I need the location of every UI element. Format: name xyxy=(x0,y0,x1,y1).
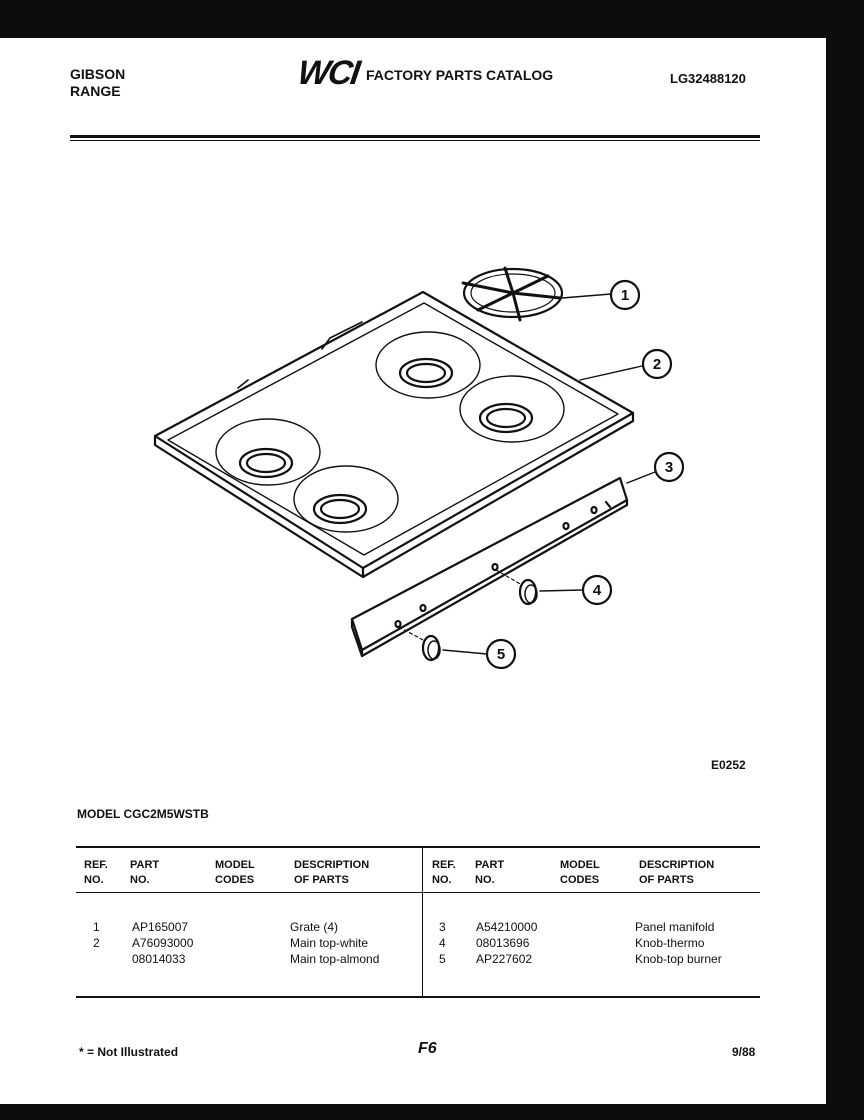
part-no-cell: A54210000 xyxy=(476,920,538,934)
exploded-parts-diagram: 1 2 3 4 5 xyxy=(153,266,685,670)
header-ref-no: REF. NO. xyxy=(84,859,108,886)
header-model-codes: MODEL CODES xyxy=(215,859,255,886)
table-rule-top xyxy=(76,846,760,848)
part-no-cell: 08014033 xyxy=(132,952,186,966)
knob-top-burner-part xyxy=(398,626,441,662)
header-part-no-right: PART NO. xyxy=(475,859,505,886)
wci-logo: WCI xyxy=(295,54,361,92)
catalog-number: LG32488120 xyxy=(670,71,746,86)
description-cell: Grate (4) xyxy=(290,920,339,934)
knob-thermo-part xyxy=(495,569,538,606)
panel-manifold-part xyxy=(350,476,629,658)
header-description: DESCRIPTION OF PARTS xyxy=(294,859,370,886)
part-no-cell: A76093000 xyxy=(132,936,194,950)
part-no-cell: AP165007 xyxy=(132,920,189,934)
description-cell: Panel manifold xyxy=(635,920,715,934)
description-cell: Knob-top burner xyxy=(635,952,722,966)
ref-cell: 1 xyxy=(93,920,100,934)
header-ref-no-right: REF. NO. xyxy=(432,859,456,886)
diagram-code: E0252 xyxy=(711,758,746,772)
header-description-right: DESCRIPTION OF PARTS xyxy=(639,859,715,886)
main-top-part xyxy=(153,290,635,579)
footnote: * = Not Illustrated xyxy=(79,1045,179,1059)
parts-table: REF. NO. PART NO. MODEL CODES DESCRIPTIO… xyxy=(76,846,760,998)
table-rule-bottom xyxy=(76,996,760,998)
scan-border-top xyxy=(0,0,864,38)
header-model-codes-right: MODEL CODES xyxy=(560,859,600,886)
brand-name: GIBSON xyxy=(70,66,126,82)
description-cell: Main top-white xyxy=(290,936,369,950)
table-divider xyxy=(422,846,423,998)
header-rule xyxy=(70,135,760,138)
part-no-cell: AP227602 xyxy=(476,952,533,966)
callout-3: 3 xyxy=(665,459,673,476)
ref-cell: 4 xyxy=(439,936,446,950)
catalog-title: FACTORY PARTS CATALOG xyxy=(366,67,554,83)
description-cell: Main top-almond xyxy=(290,952,380,966)
description-cell: Knob-thermo xyxy=(635,936,705,950)
ref-cell: 3 xyxy=(439,920,446,934)
callout-1: 1 xyxy=(621,287,629,304)
part-no-cell: 08013696 xyxy=(476,936,530,950)
brand-block: GIBSON RANGE xyxy=(70,66,125,100)
header-part-no: PART NO. xyxy=(130,859,160,886)
product-type: RANGE xyxy=(70,83,121,99)
callout-5: 5 xyxy=(497,646,505,663)
page-number: F6 xyxy=(418,1040,437,1057)
callout-4: 4 xyxy=(593,582,602,599)
scan-border-bottom xyxy=(0,1104,864,1120)
scan-border-right xyxy=(826,0,864,1120)
ref-cell: 2 xyxy=(93,936,100,950)
callout-2: 2 xyxy=(653,356,661,373)
header-rule-thin xyxy=(70,140,760,141)
ref-cell: 5 xyxy=(439,952,446,966)
model-number: MODEL CGC2M5WSTB xyxy=(77,807,209,821)
revision-date: 9/88 xyxy=(732,1045,756,1059)
table-rule-header xyxy=(76,892,760,893)
grate-part xyxy=(461,266,564,322)
